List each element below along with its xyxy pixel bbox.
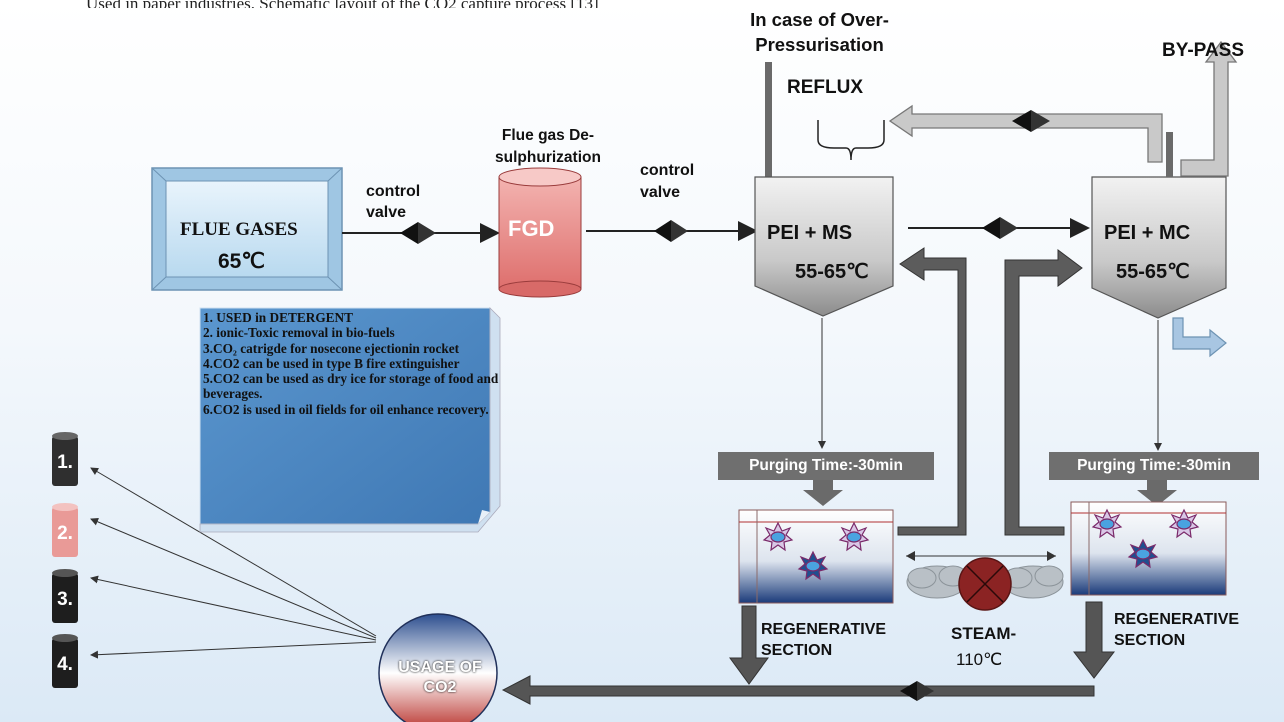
mc-vent-pipe <box>1166 132 1173 177</box>
use-item: 5.CO2 can be used as dry ice for storage… <box>203 371 499 402</box>
control-valve-1-label: control valve <box>366 183 421 221</box>
co2-collect-arrow <box>501 675 1095 705</box>
uses-note-paper <box>199 307 501 533</box>
usage-links <box>90 467 377 659</box>
bypass-label: BY-PASS <box>1162 40 1245 61</box>
use-item: 4.CO2 can be used in type B fire extingu… <box>203 355 460 371</box>
vessel-pei-mc <box>1091 176 1227 319</box>
use-item: 1. USED in DETERGENT <box>203 310 353 325</box>
regen-bed-left <box>738 509 894 604</box>
pei-ms-temp-label: 55-65℃ <box>795 261 869 283</box>
purge-left-arrow <box>803 480 843 506</box>
can-2-label: 2. <box>57 523 73 544</box>
vessel-pei-ms <box>754 176 894 317</box>
use-item: 6.CO2 is used in oil fields for oil enha… <box>203 401 489 417</box>
pei-ms-label: PEI + MS <box>767 222 853 244</box>
pei-mc-label: PEI + MC <box>1104 222 1191 244</box>
mc-return-arrow <box>1004 249 1083 536</box>
control-valve-2[interactable] <box>654 220 688 242</box>
regen-left-label: REGENERATIVE SECTION <box>761 621 887 659</box>
usage-co2-circle <box>378 613 498 722</box>
flue-temp-label: 65℃ <box>218 250 265 273</box>
can-3-label: 3. <box>57 589 73 610</box>
mc-outlet-arrow <box>1172 317 1227 358</box>
regen-right-label: REGENERATIVE SECTION <box>1114 611 1240 649</box>
reflux-label: REFLUX <box>787 77 863 98</box>
reflux-brace <box>817 120 885 161</box>
steam-label: STEAM- <box>951 624 1017 643</box>
sorbent-particles <box>762 508 1200 581</box>
use-item: 3.CO₂ catrigde for nosecone ejectionin r… <box>203 340 460 356</box>
pei-mc-temp-label: 55-65℃ <box>1116 261 1190 283</box>
co2-uses-list: 1. USED in DETERGENT 2. ionic-Toxic remo… <box>203 310 499 518</box>
purge-right-box: Purging Time:-30min <box>1049 452 1259 480</box>
steam-temp-label: 110℃ <box>956 650 1003 669</box>
regen-left-down-arrow <box>729 605 769 685</box>
can-3-icon <box>52 569 78 623</box>
can-2-icon <box>52 503 78 557</box>
flue-gases-label: FLUE GASES <box>180 219 298 240</box>
purge-right-arrow <box>1137 480 1177 506</box>
can-4-icon <box>52 634 78 688</box>
can-1-icon <box>52 432 78 486</box>
collect-valve[interactable] <box>900 681 934 701</box>
bypass-arrow <box>1180 40 1238 177</box>
flue-gases-box <box>151 167 343 291</box>
use-item: 2. ionic-Toxic removal in bio-fuels <box>203 325 395 341</box>
ms-return-arrow <box>897 247 967 536</box>
reflux-valve[interactable] <box>1012 110 1050 132</box>
usage-co2-label: USAGE OF CO2 <box>398 659 482 696</box>
control-valve-3[interactable] <box>982 217 1018 239</box>
over-pressure-label: In case of Over-Pressurisation <box>750 9 889 55</box>
can-4-label: 4. <box>57 654 73 675</box>
over-pressure-pipe <box>765 62 772 177</box>
fgd-cylinder <box>498 167 582 298</box>
top-caption: Used in paper industries. Schematic layo… <box>0 0 1284 8</box>
control-valve-1[interactable] <box>400 222 436 244</box>
can-1-label: 1. <box>57 452 73 473</box>
purge-left-box: Purging Time:-30min <box>718 452 934 480</box>
fgd-label: FGD <box>508 216 555 241</box>
control-valve-2-label: control valve <box>640 162 695 201</box>
steam-valve-icon[interactable] <box>958 557 1012 611</box>
regen-right-down-arrow <box>1072 601 1116 679</box>
fgd-title-label: Flue gas De-sulphurization <box>495 127 601 166</box>
